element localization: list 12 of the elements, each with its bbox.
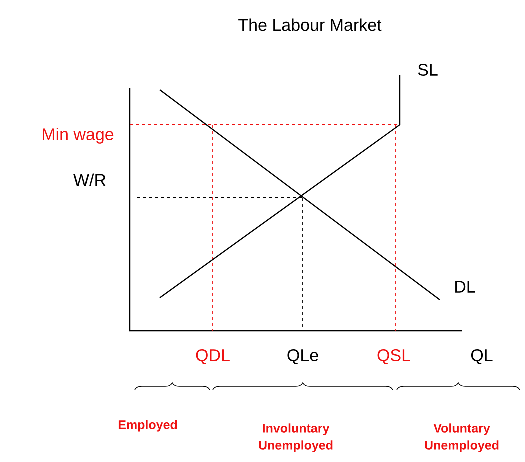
axis-label: QDL bbox=[196, 349, 230, 365]
curve-label: DL bbox=[456, 281, 476, 293]
axis-label: W/R bbox=[74, 174, 106, 186]
axis-label: Min wage bbox=[43, 128, 114, 144]
title: The Labour Market bbox=[238, 18, 382, 32]
axis-label: QLe bbox=[288, 349, 318, 365]
bracket-label: Voluntary Unemployed bbox=[425, 424, 499, 452]
axis-label: QSL bbox=[378, 349, 410, 365]
bracket-label: Involuntary Unemployed bbox=[259, 424, 333, 452]
bracket-label: Employed bbox=[118, 420, 178, 432]
axis-label: QL bbox=[471, 349, 493, 365]
curve-label: SL bbox=[418, 64, 438, 76]
